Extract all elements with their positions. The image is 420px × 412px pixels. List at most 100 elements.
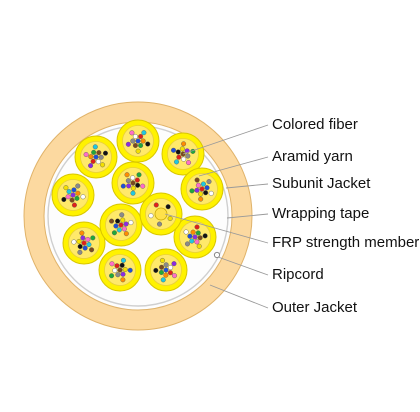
colored-fiber: [122, 267, 128, 273]
colored-fiber: [174, 159, 180, 165]
colored-fiber: [124, 172, 130, 178]
colored-fiber: [92, 144, 98, 150]
colored-fiber: [163, 262, 169, 268]
colored-fiber: [112, 267, 118, 273]
colored-fiber: [145, 141, 151, 147]
colored-fiber: [186, 160, 192, 166]
colored-fiber: [179, 146, 185, 152]
label-ripcord: Ripcord: [272, 266, 324, 283]
colored-fiber: [88, 163, 94, 169]
colored-fiber: [83, 152, 89, 158]
colored-fiber: [75, 183, 81, 189]
colored-fiber: [171, 273, 177, 279]
colored-fiber: [135, 148, 141, 154]
colored-fiber: [135, 182, 141, 188]
colored-fiber: [89, 247, 95, 253]
label-frp-strength-member: FRP strength member: [272, 234, 419, 251]
label-subunit-jacket: Subunit Jacket: [272, 175, 371, 192]
colored-fiber: [153, 202, 159, 208]
colored-fiber: [165, 204, 171, 210]
colored-fiber: [90, 235, 96, 241]
colored-fiber: [65, 194, 71, 200]
colored-fiber: [102, 150, 108, 156]
colored-fiber: [111, 230, 117, 236]
colored-fiber: [109, 218, 115, 224]
colored-fiber: [204, 185, 210, 191]
colored-fiber: [130, 175, 136, 181]
colored-fiber: [79, 230, 85, 236]
colored-fiber: [91, 149, 97, 155]
colored-fiber: [66, 189, 72, 195]
colored-fiber: [195, 230, 201, 236]
colored-fiber: [114, 263, 120, 269]
subunit: [99, 203, 143, 247]
colored-fiber: [81, 240, 87, 246]
label-outer-jacket: Outer Jacket: [272, 299, 358, 316]
colored-fiber: [118, 222, 124, 228]
colored-fiber: [141, 130, 147, 136]
colored-fiber: [115, 272, 121, 278]
colored-fiber: [187, 233, 193, 239]
colored-fiber: [125, 141, 131, 147]
colored-fiber: [138, 143, 144, 149]
colored-fiber: [181, 141, 187, 147]
colored-fiber: [77, 244, 83, 250]
colored-fiber: [88, 154, 94, 160]
colored-fiber: [203, 190, 209, 196]
subunit: [111, 161, 155, 205]
colored-fiber: [194, 239, 200, 245]
colored-fiber: [130, 190, 136, 196]
colored-fiber: [126, 183, 132, 189]
colored-fiber: [71, 239, 77, 245]
colored-fiber: [135, 138, 141, 144]
colored-fiber: [175, 149, 181, 155]
colored-fiber: [185, 153, 191, 159]
colored-fiber: [183, 229, 189, 235]
colored-fiber: [194, 187, 200, 193]
colored-fiber: [192, 234, 198, 240]
colored-fiber: [160, 277, 166, 283]
leader-line-wrapping-tape: [226, 213, 269, 219]
colored-fiber: [93, 154, 99, 160]
frp-strength-member: [139, 192, 183, 236]
colored-fiber: [69, 197, 75, 203]
colored-fiber: [120, 183, 126, 189]
subunit-group: [51, 119, 224, 292]
colored-fiber: [120, 257, 126, 263]
leader-line-outer-jacket: [209, 284, 269, 309]
colored-fiber: [195, 182, 201, 188]
colored-fiber: [184, 241, 190, 247]
colored-fiber: [116, 227, 122, 233]
colored-fiber: [163, 267, 169, 273]
colored-fiber: [140, 183, 146, 189]
colored-fiber: [71, 202, 77, 208]
leader-line-subunit-jacket: [225, 183, 269, 189]
colored-fiber: [197, 235, 203, 241]
colored-fiber: [74, 195, 80, 201]
colored-fiber: [198, 196, 204, 202]
colored-fiber: [121, 226, 127, 232]
colored-fiber: [132, 133, 138, 139]
colored-fiber: [168, 265, 174, 271]
colored-fiber: [85, 236, 91, 242]
colored-fiber: [127, 267, 133, 273]
colored-fiber: [189, 188, 195, 194]
label-wrapping-tape: Wrapping tape: [272, 205, 369, 222]
colored-fiber: [136, 172, 142, 178]
colored-fiber: [158, 269, 164, 275]
colored-fiber: [120, 277, 126, 283]
colored-fiber: [208, 190, 214, 196]
colored-fiber: [159, 257, 165, 263]
colored-fiber: [123, 231, 129, 237]
colored-fiber: [153, 267, 159, 273]
colored-fiber: [71, 187, 77, 193]
colored-fiber: [138, 133, 144, 139]
colored-fiber: [63, 185, 69, 191]
colored-fiber: [189, 238, 195, 244]
colored-fiber: [80, 235, 86, 241]
leader-line-ripcord: [217, 256, 269, 276]
subunit: [144, 248, 188, 292]
colored-fiber: [70, 192, 76, 198]
colored-fiber: [80, 194, 86, 200]
